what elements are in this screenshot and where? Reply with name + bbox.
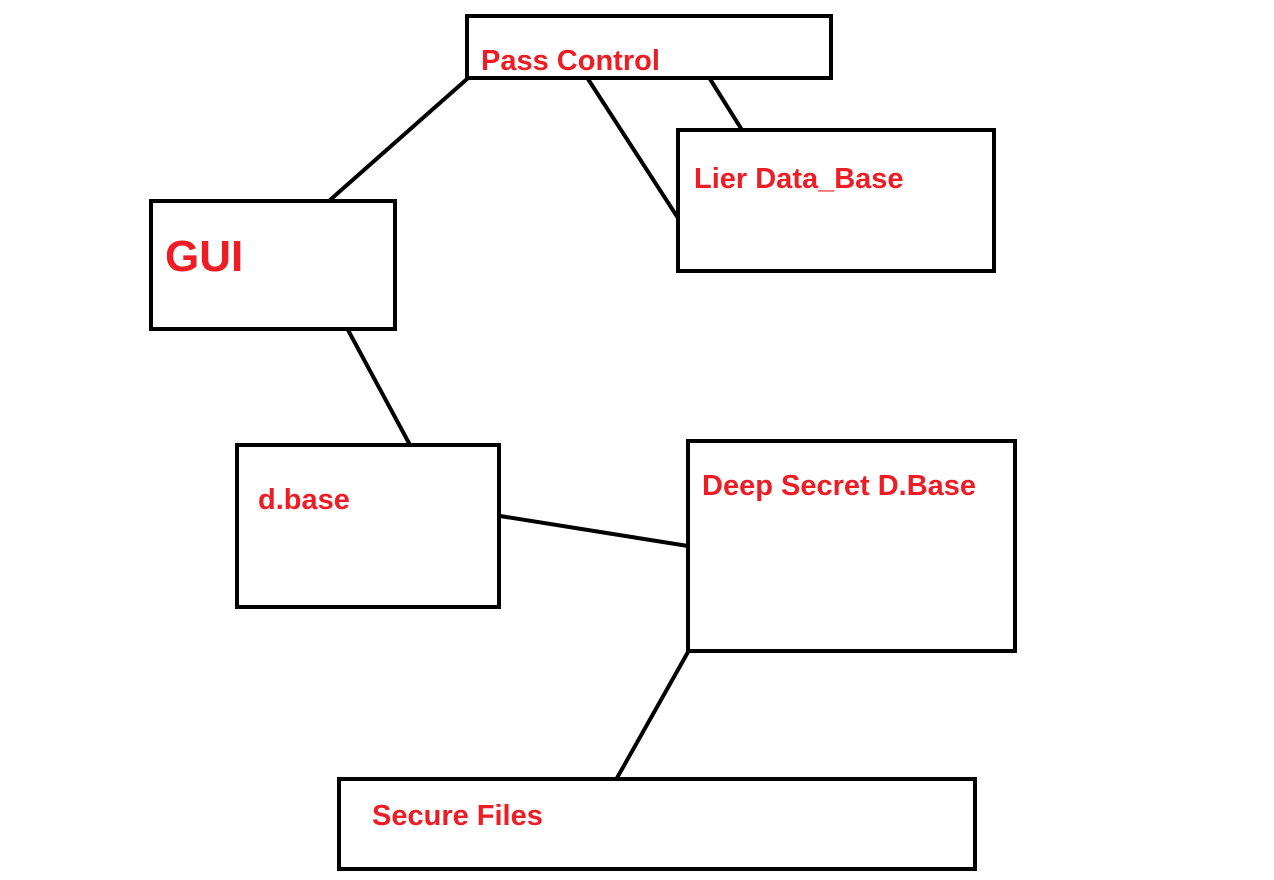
node-deep-secret-dbase: Deep Secret D.Base	[686, 439, 1017, 653]
secure-files-label: Secure Files	[372, 800, 543, 832]
lier-database-label: Lier Data_Base	[694, 163, 904, 195]
lier-database-box	[676, 128, 996, 273]
node-dbase: d.base	[235, 443, 501, 609]
gui-label: GUI	[165, 232, 243, 281]
connectors	[328, 77, 744, 780]
edge-pass-control-lier-database-right	[708, 77, 744, 132]
deep-secret-label: Deep Secret D.Base	[702, 470, 976, 502]
node-gui: GUI	[149, 199, 397, 331]
pass-control-box	[465, 14, 833, 80]
node-secure-files: Secure Files	[337, 777, 977, 871]
node-pass-control: Pass Control	[465, 14, 833, 80]
edge-pass-control-gui	[328, 77, 469, 202]
edge-pass-control-lier-database-left	[586, 77, 680, 220]
edge-gui-dbase	[346, 328, 412, 447]
secure-files-box	[337, 777, 977, 871]
pass-control-label: Pass Control	[481, 45, 660, 77]
dbase-box	[235, 443, 501, 609]
edge-deep-secret-secure-files	[615, 650, 690, 780]
gui-box	[149, 199, 397, 331]
node-lier-database: Lier Data_Base	[676, 128, 996, 273]
dbase-label: d.base	[258, 484, 350, 516]
edge-dbase-deep-secret	[498, 514, 690, 548]
deep-secret-box	[686, 439, 1017, 653]
